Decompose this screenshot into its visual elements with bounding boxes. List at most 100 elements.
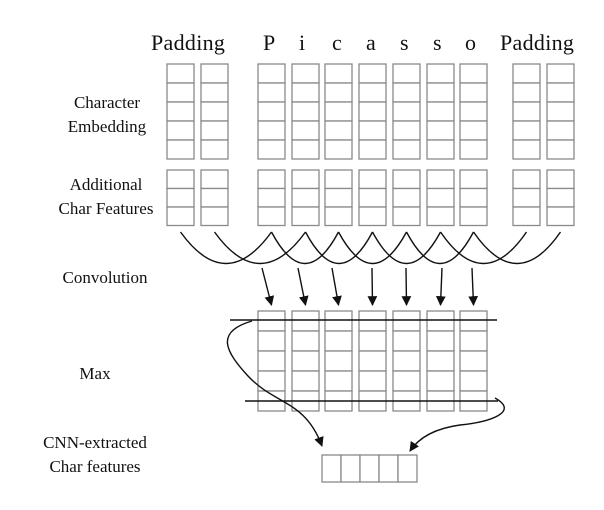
embedding-cell xyxy=(546,82,575,103)
conv-cell xyxy=(459,330,488,352)
embedding-cell xyxy=(166,101,195,122)
conv-cell xyxy=(426,370,455,392)
embedding-cell xyxy=(546,101,575,122)
embedding-cell xyxy=(291,101,320,122)
char-label-s2: s xyxy=(433,30,442,55)
embedding-cell xyxy=(512,82,541,103)
feature-cell xyxy=(459,169,488,190)
embedding-cell xyxy=(200,82,229,103)
embedding-cell xyxy=(512,139,541,160)
feature-cell xyxy=(512,169,541,190)
conv-cell xyxy=(291,350,320,372)
embedding-cell xyxy=(459,82,488,103)
convolution-arc xyxy=(304,231,374,264)
embedding-cell xyxy=(257,63,286,84)
embedding-cell xyxy=(546,63,575,84)
convolution-arc xyxy=(213,231,307,265)
feature-cell xyxy=(546,169,575,190)
feature-cell xyxy=(512,187,541,208)
conv-cell xyxy=(392,350,421,372)
embedding-cell xyxy=(392,63,421,84)
conv-cell xyxy=(324,310,353,332)
feature-cell xyxy=(166,169,195,190)
feature-cell xyxy=(257,187,286,208)
feature-cell xyxy=(459,206,488,227)
embedding-cell xyxy=(459,120,488,141)
embedding-cell xyxy=(200,63,229,84)
embedding-cell xyxy=(392,101,421,122)
padding-left-label: Padding xyxy=(151,30,226,55)
embedding-cell xyxy=(358,82,387,103)
char-label-a: a xyxy=(366,30,377,55)
feature-cell xyxy=(392,187,421,208)
embedding-cell xyxy=(546,139,575,160)
conv-cell xyxy=(392,310,421,332)
feature-cell xyxy=(546,187,575,208)
conv-cell xyxy=(257,310,286,332)
additional-features-label: Additional Char Features xyxy=(36,173,176,221)
conv-cell xyxy=(324,370,353,392)
convolution-arc xyxy=(439,231,528,265)
cnn-feature-cell xyxy=(378,454,399,483)
embedding-cell xyxy=(392,120,421,141)
embedding-cell xyxy=(291,120,320,141)
embedding-cell xyxy=(166,63,195,84)
conv-cell xyxy=(459,350,488,372)
char-label-o: o xyxy=(465,30,477,55)
convolution-arc xyxy=(337,231,408,264)
embedding-cell xyxy=(392,139,421,160)
char-label-p: P xyxy=(263,30,276,55)
feature-cell xyxy=(459,187,488,208)
convolution-arc xyxy=(371,231,442,264)
feature-cell xyxy=(546,206,575,227)
feature-cell xyxy=(392,206,421,227)
conv-cell xyxy=(426,310,455,332)
feature-cell xyxy=(200,206,229,227)
embedding-cell xyxy=(291,63,320,84)
additional-features-line1: Additional xyxy=(69,175,143,194)
cnn-feature-cell xyxy=(359,454,380,483)
conv-cell xyxy=(392,330,421,352)
max-arrow-left xyxy=(226,320,324,447)
embedding-cell xyxy=(426,101,455,122)
embedding-cell xyxy=(200,120,229,141)
conv-cell xyxy=(257,330,286,352)
embedding-cell xyxy=(166,120,195,141)
convolution-arc xyxy=(472,231,562,265)
conv-cell xyxy=(459,370,488,392)
conv-cell xyxy=(291,370,320,392)
convolution-arc xyxy=(270,231,340,264)
convolution-arrow xyxy=(261,267,275,306)
embedding-cell xyxy=(426,63,455,84)
feature-cell xyxy=(358,187,387,208)
convolution-arc xyxy=(405,231,475,264)
embedding-cell xyxy=(459,101,488,122)
feature-cell xyxy=(324,206,353,227)
feature-cell xyxy=(200,169,229,190)
feature-cell xyxy=(166,206,195,227)
embedding-cell xyxy=(257,82,286,103)
embedding-cell xyxy=(324,139,353,160)
embedding-cell xyxy=(166,139,195,160)
feature-cell xyxy=(358,206,387,227)
convolution-arrow xyxy=(297,267,309,306)
feature-cell xyxy=(358,169,387,190)
max-label: Max xyxy=(79,364,111,383)
embedding-cell xyxy=(512,63,541,84)
connection-lines xyxy=(179,231,562,452)
feature-cell xyxy=(166,187,195,208)
embedding-cell xyxy=(512,101,541,122)
embedding-cell xyxy=(426,139,455,160)
convolution-arc xyxy=(179,231,273,265)
conv-cell xyxy=(291,310,320,332)
char-label-s1: s xyxy=(400,30,409,55)
embedding-cell xyxy=(459,63,488,84)
embedding-cell xyxy=(324,82,353,103)
conv-cell xyxy=(358,310,387,332)
conv-cell xyxy=(257,350,286,372)
convolution-arrow xyxy=(401,267,412,306)
padding-right-label: Padding xyxy=(500,30,575,55)
embedding-cell xyxy=(358,139,387,160)
feature-cell xyxy=(512,206,541,227)
